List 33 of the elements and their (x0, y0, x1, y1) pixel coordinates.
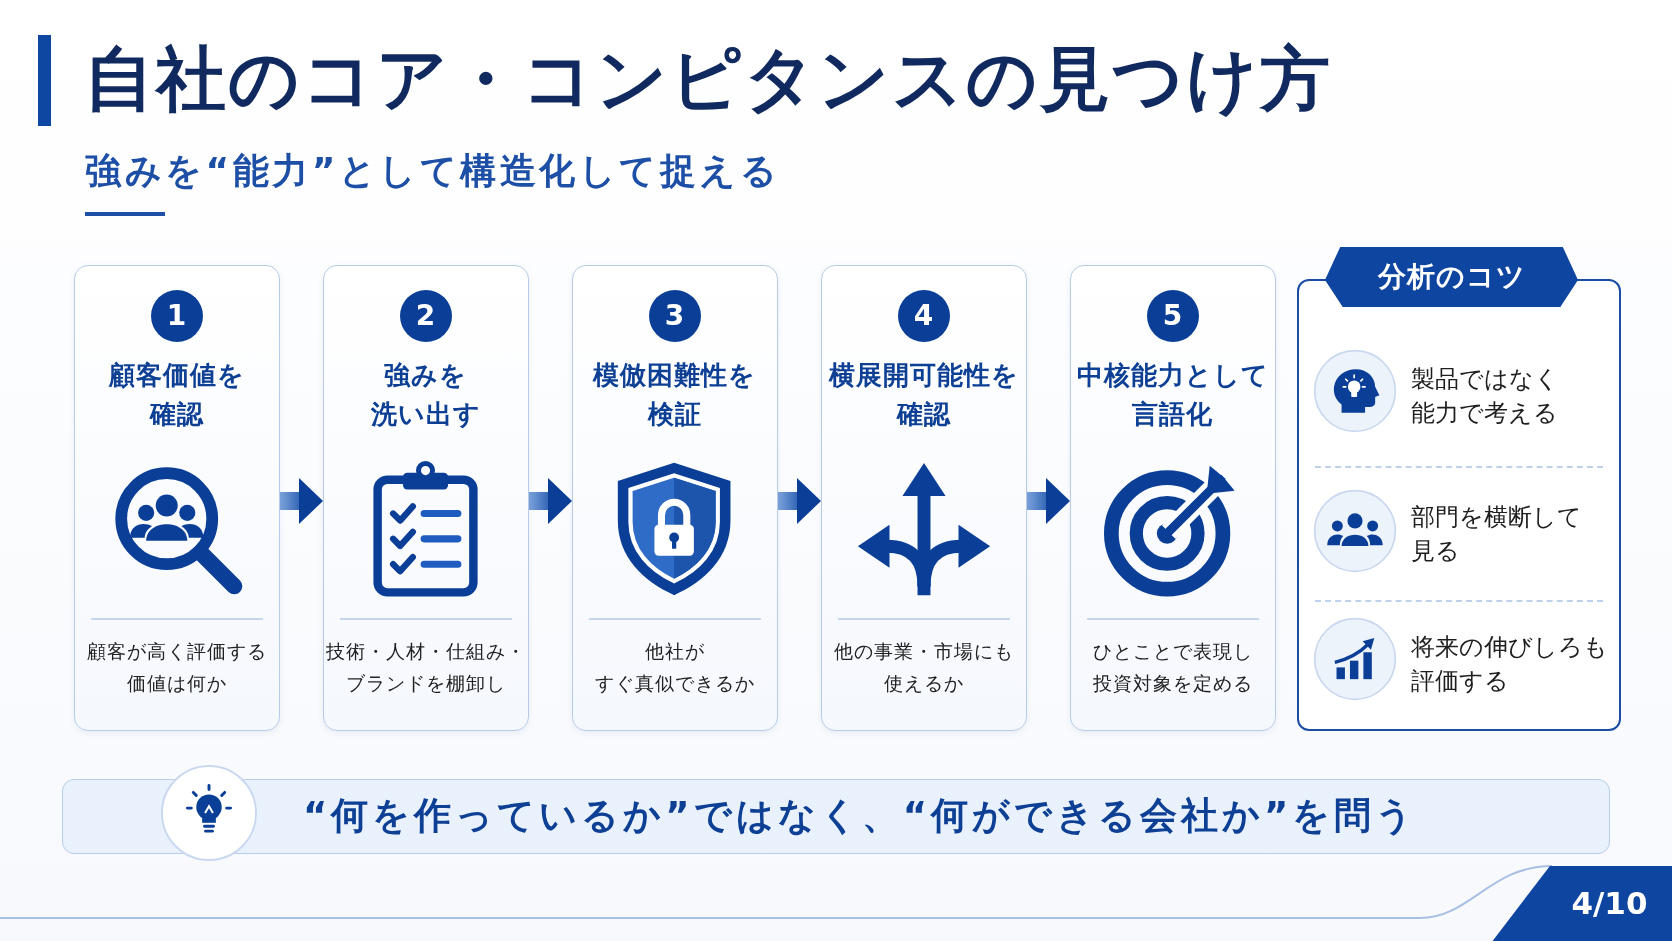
step-heading: 中核能力として言語化 (1076, 359, 1270, 431)
arrow (280, 478, 323, 524)
step-number: 5 (1146, 290, 1199, 342)
step-number: 1 (150, 290, 203, 342)
step-description: 他の事業・市場にも使えるか (833, 639, 1015, 696)
tip-text: 将来の伸びしろも評価する (1411, 632, 1609, 697)
step-description: 技術・人材・仕組み・ブランドを棚卸し (325, 639, 527, 696)
step-description: 他社がすぐ真似できるか (594, 639, 756, 696)
step-card (572, 265, 778, 731)
step-card (821, 265, 1027, 731)
step-heading: 顧客価値を確認 (107, 359, 246, 431)
tip-text: 部門を横断して見る (1411, 502, 1583, 567)
panel-heading: 分析のコツ (1325, 247, 1578, 307)
step-heading: 強みを洗い出す (370, 359, 482, 431)
step-number: 3 (648, 290, 701, 342)
arrow (1027, 478, 1070, 524)
step-card (74, 265, 280, 731)
banner-message: “何を作っているか”ではなく、“何ができる会社か”を問う (303, 793, 1418, 839)
step-heading: 横展開可能性を確認 (827, 359, 1020, 431)
tips-panel (1297, 247, 1621, 731)
arrow (778, 478, 821, 524)
step-card (1070, 265, 1276, 731)
arrow (529, 478, 572, 524)
step-number: 2 (399, 290, 452, 342)
step-number: 4 (897, 290, 950, 342)
step-heading: 模倣困難性を検証 (591, 359, 758, 431)
slide-title: 自社のコア・コンピタンスの見つけ方 (84, 37, 1332, 122)
step-card (323, 265, 529, 731)
step-description: ひとことで表現し投資対象を定める (1092, 639, 1254, 696)
step-description: 顧客が高く評価する価値は何か (86, 639, 268, 696)
tip-text: 製品ではなく能力で考える (1411, 364, 1560, 429)
slide-subtitle: 強みを“能力”として構造化して捉える (85, 149, 781, 193)
message-banner (62, 779, 1610, 854)
